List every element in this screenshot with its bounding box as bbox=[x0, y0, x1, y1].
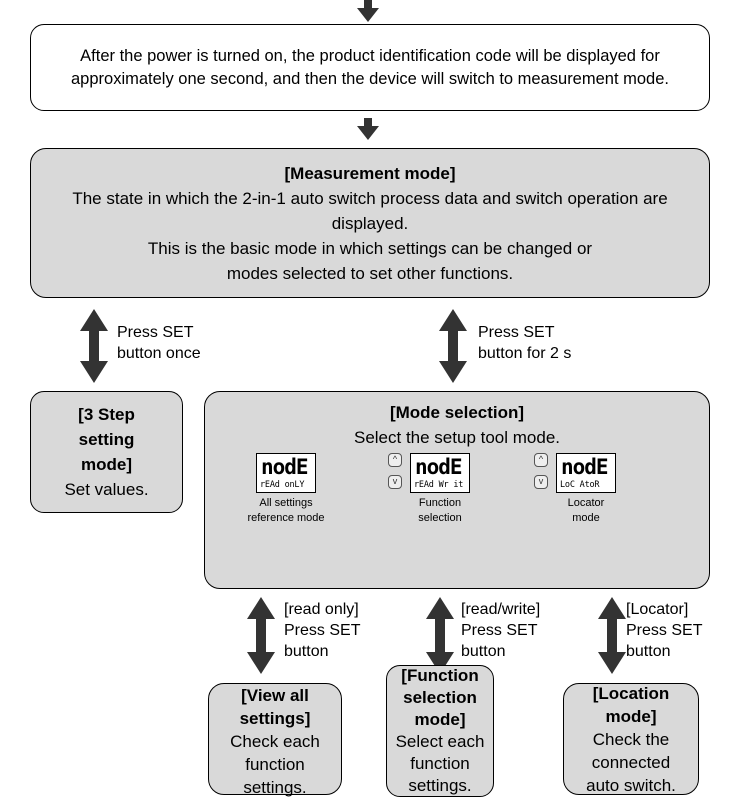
function-title2: selection bbox=[403, 688, 477, 707]
three-step-body: Set values. bbox=[64, 480, 149, 499]
view-all-body3: settings. bbox=[243, 777, 307, 797]
caption-all-settings-line2: reference mode bbox=[247, 512, 325, 524]
label-press-once: Press SET button once bbox=[117, 322, 201, 364]
view-all-settings-box: [View all settings] Check each function … bbox=[208, 683, 342, 797]
lcd-read-only: nodE rEAd onLY bbox=[256, 453, 316, 493]
caption-all-settings-line1: All settings bbox=[259, 497, 313, 509]
up-button-icon: ^ bbox=[534, 453, 548, 467]
arrow-entry bbox=[357, 0, 379, 22]
label-press-2s: Press SET button for 2 s bbox=[478, 322, 571, 364]
lcd-read-only-sub: rEAd onLY bbox=[260, 480, 305, 490]
location-body3: auto switch. bbox=[586, 775, 676, 795]
function-title1: [Function bbox=[401, 666, 479, 685]
label-press-once-line1: Press SET bbox=[117, 324, 194, 341]
location-body2: connected bbox=[591, 752, 671, 772]
label-press-2s-line2: button for 2 s bbox=[478, 345, 572, 362]
label-read-write-line2: Press SET bbox=[461, 622, 538, 639]
view-all-body1: Check each bbox=[230, 731, 320, 751]
arrow-modeselection-viewall bbox=[247, 597, 275, 674]
location-title1: [Location bbox=[592, 683, 670, 703]
measurement-title: [Measurement mode] bbox=[284, 163, 456, 183]
label-locator-line1: [Locator] bbox=[626, 601, 689, 618]
function-body1: Select each bbox=[395, 732, 485, 751]
arrow-measurement-3step bbox=[80, 309, 108, 383]
lcd-read-write-main: nodE bbox=[415, 455, 463, 479]
function-body3: settings. bbox=[408, 776, 472, 795]
caption-function-line1: Function bbox=[418, 497, 462, 509]
location-body1: Check the bbox=[592, 729, 670, 749]
label-press-once-line2: button once bbox=[117, 345, 201, 362]
location-title2: mode] bbox=[605, 706, 657, 726]
intro-box: After the power is turned on, the produc… bbox=[30, 24, 710, 111]
label-read-write-line1: [read/write] bbox=[461, 601, 541, 618]
caption-function-line2: selection bbox=[418, 512, 462, 524]
lcd-read-write-sub: rEAd Wr it bbox=[414, 480, 464, 490]
three-step-title1: [3 Step bbox=[78, 405, 135, 424]
label-read-only-line1: [read only] bbox=[284, 601, 359, 618]
view-all-title2: settings] bbox=[239, 708, 311, 728]
lcd-locator-main: nodE bbox=[561, 455, 609, 479]
measurement-line2: This is the basic mode in which settings… bbox=[147, 238, 593, 283]
label-read-write: [read/write] Press SET button bbox=[461, 599, 540, 662]
down-button-icon: v bbox=[388, 475, 402, 489]
caption-locator-line1: Locator bbox=[567, 497, 605, 509]
three-step-title2: setting bbox=[78, 430, 135, 449]
arrow-measurement-modeselection bbox=[439, 309, 467, 383]
label-read-only-line3: button bbox=[284, 643, 329, 660]
mode-selection-body: Select the setup tool mode. bbox=[353, 428, 561, 447]
lcd-locator-sub: LoC AtoR bbox=[560, 480, 600, 490]
lcd-read-write: nodE rEAd Wr it bbox=[410, 453, 470, 493]
caption-all-settings: All settings reference mode bbox=[238, 496, 334, 526]
measurement-mode-box: [Measurement mode] The state in which th… bbox=[30, 148, 710, 298]
three-step-title3: mode] bbox=[81, 455, 132, 474]
label-locator-line2: Press SET bbox=[626, 622, 703, 639]
view-all-body2: function bbox=[245, 754, 305, 774]
label-read-only: [read only] Press SET button bbox=[284, 599, 360, 662]
function-body2: function bbox=[410, 754, 470, 773]
caption-function-selection: Function selection bbox=[392, 496, 488, 526]
location-mode-box: [Location mode] Check the connected auto… bbox=[563, 683, 699, 795]
arrow-modeselection-locator bbox=[598, 597, 626, 674]
label-read-only-line2: Press SET bbox=[284, 622, 361, 639]
measurement-line1: The state in which the 2-in-1 auto switc… bbox=[72, 188, 668, 233]
up-button-icon: ^ bbox=[388, 453, 402, 467]
caption-locator: Locator mode bbox=[538, 496, 634, 526]
lcd-locator: nodE LoC AtoR bbox=[556, 453, 616, 493]
label-locator: [Locator] Press SET button bbox=[626, 599, 702, 662]
lcd-read-only-main: nodE bbox=[261, 455, 309, 479]
view-all-title1: [View all bbox=[241, 685, 309, 705]
label-locator-line3: button bbox=[626, 643, 671, 660]
mode-selection-title: [Mode selection] bbox=[389, 403, 525, 422]
down-button-icon: v bbox=[534, 475, 548, 489]
label-read-write-line3: button bbox=[461, 643, 506, 660]
function-selection-box: [Function selection mode] Select each fu… bbox=[386, 665, 494, 797]
caption-locator-line2: mode bbox=[572, 512, 600, 524]
function-title3: mode] bbox=[414, 710, 466, 729]
intro-text: After the power is turned on, the produc… bbox=[71, 46, 669, 88]
label-press-2s-line1: Press SET bbox=[478, 324, 555, 341]
arrow-modeselection-function bbox=[426, 597, 454, 674]
arrow-intro-to-measurement bbox=[357, 118, 379, 140]
three-step-setting-box: [3 Step setting mode] Set values. bbox=[30, 391, 183, 513]
